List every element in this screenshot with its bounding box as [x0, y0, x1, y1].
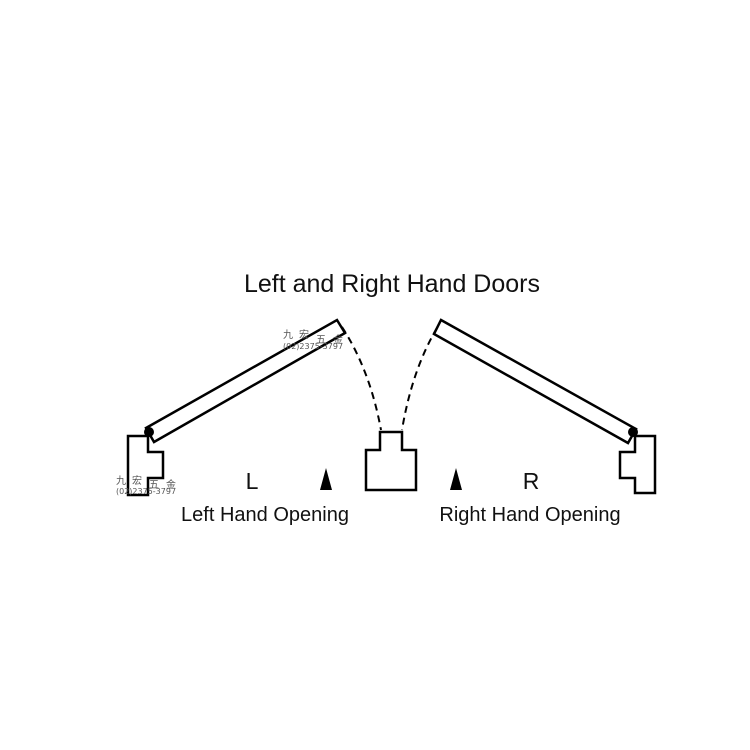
left-jamb-frame — [126, 434, 165, 497]
watermark-phone: (02)2375-3797 — [283, 342, 343, 351]
left-swing-arc — [341, 326, 382, 431]
right-arrow-icon — [450, 468, 462, 490]
watermark-char: 金 — [333, 333, 343, 346]
watermark-char: 宏 — [299, 328, 309, 341]
watermark-char: 五 — [316, 335, 326, 346]
watermark-char: 九 — [116, 475, 126, 487]
right-letter-label: R — [523, 468, 540, 494]
watermark-lower: 九 宏 五 金 (02)2375-3797 — [116, 474, 176, 496]
right-jamb-frame — [618, 434, 657, 495]
watermark-phone: (02)2375-3797 — [116, 487, 176, 496]
left-hinge-pivot — [144, 427, 154, 437]
left-letter-label: L — [246, 468, 259, 494]
watermark-char: 九 — [283, 329, 293, 341]
center-strike-profile — [364, 430, 418, 492]
watermark-upper: 九 宏 五 金 (02)2375-3797 — [283, 328, 343, 351]
right-swing-arc — [401, 327, 438, 431]
left-arrow-icon — [320, 468, 332, 490]
watermark-char: 五 — [149, 480, 159, 491]
diagram-title: Left and Right Hand Doors — [244, 270, 540, 298]
right-hinge-pivot — [628, 427, 638, 437]
left-opening-caption: Left Hand Opening — [181, 504, 349, 526]
watermark-char: 金 — [166, 478, 176, 491]
right-door-leaf — [432, 318, 638, 445]
watermark-char: 宏 — [132, 474, 142, 487]
left-door-group — [126, 318, 382, 497]
right-door-group — [401, 318, 657, 495]
right-opening-caption: Right Hand Opening — [439, 504, 620, 526]
